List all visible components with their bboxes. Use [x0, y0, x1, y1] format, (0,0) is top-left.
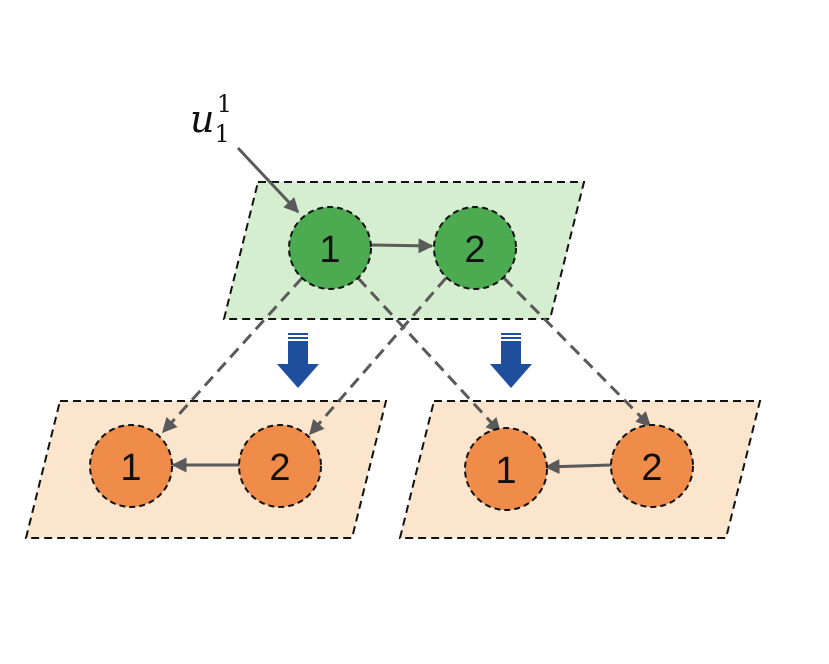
top-node-2-label: 2: [464, 229, 485, 271]
edge-right-2-to-1: [544, 459, 612, 475]
top-node-1: 1: [288, 206, 372, 290]
mapping-edge-top2-left2: [308, 277, 448, 436]
bottom-right-node-1: 1: [464, 427, 548, 511]
bottom-right-node-1-label: 1: [495, 450, 516, 492]
input-label-base: u: [190, 97, 214, 141]
bottom-right-layer-plane: [398, 400, 762, 539]
bottom-left-node-2-label: 2: [269, 447, 290, 489]
bottom-right-node-2-label: 2: [641, 447, 662, 489]
bottom-left-layer-plane: [24, 400, 388, 539]
down-arrow-left: [277, 333, 319, 388]
input-label: u11: [190, 90, 232, 148]
mapping-edge-top2-right2: [502, 276, 652, 428]
mapping-edge-top1-left1: [161, 276, 304, 434]
bottom-left-node-1-label: 1: [120, 447, 141, 489]
input-label-subscript: 1: [214, 120, 229, 148]
bottom-right-node-2: 2: [610, 424, 694, 508]
bottom-left-node-1: 1: [89, 424, 173, 508]
bottom-left-node-2: 2: [238, 424, 322, 508]
top-node-1-label: 1: [319, 229, 340, 271]
input-label-superscript: 1: [217, 90, 232, 118]
input-arrow: [236, 146, 300, 214]
down-arrow-right: [490, 333, 532, 388]
top-layer-plane: [222, 181, 586, 320]
top-node-2: 2: [433, 206, 517, 290]
mapping-edge-top1-right1: [356, 276, 502, 434]
edge-top-1-to-2: [371, 238, 434, 254]
